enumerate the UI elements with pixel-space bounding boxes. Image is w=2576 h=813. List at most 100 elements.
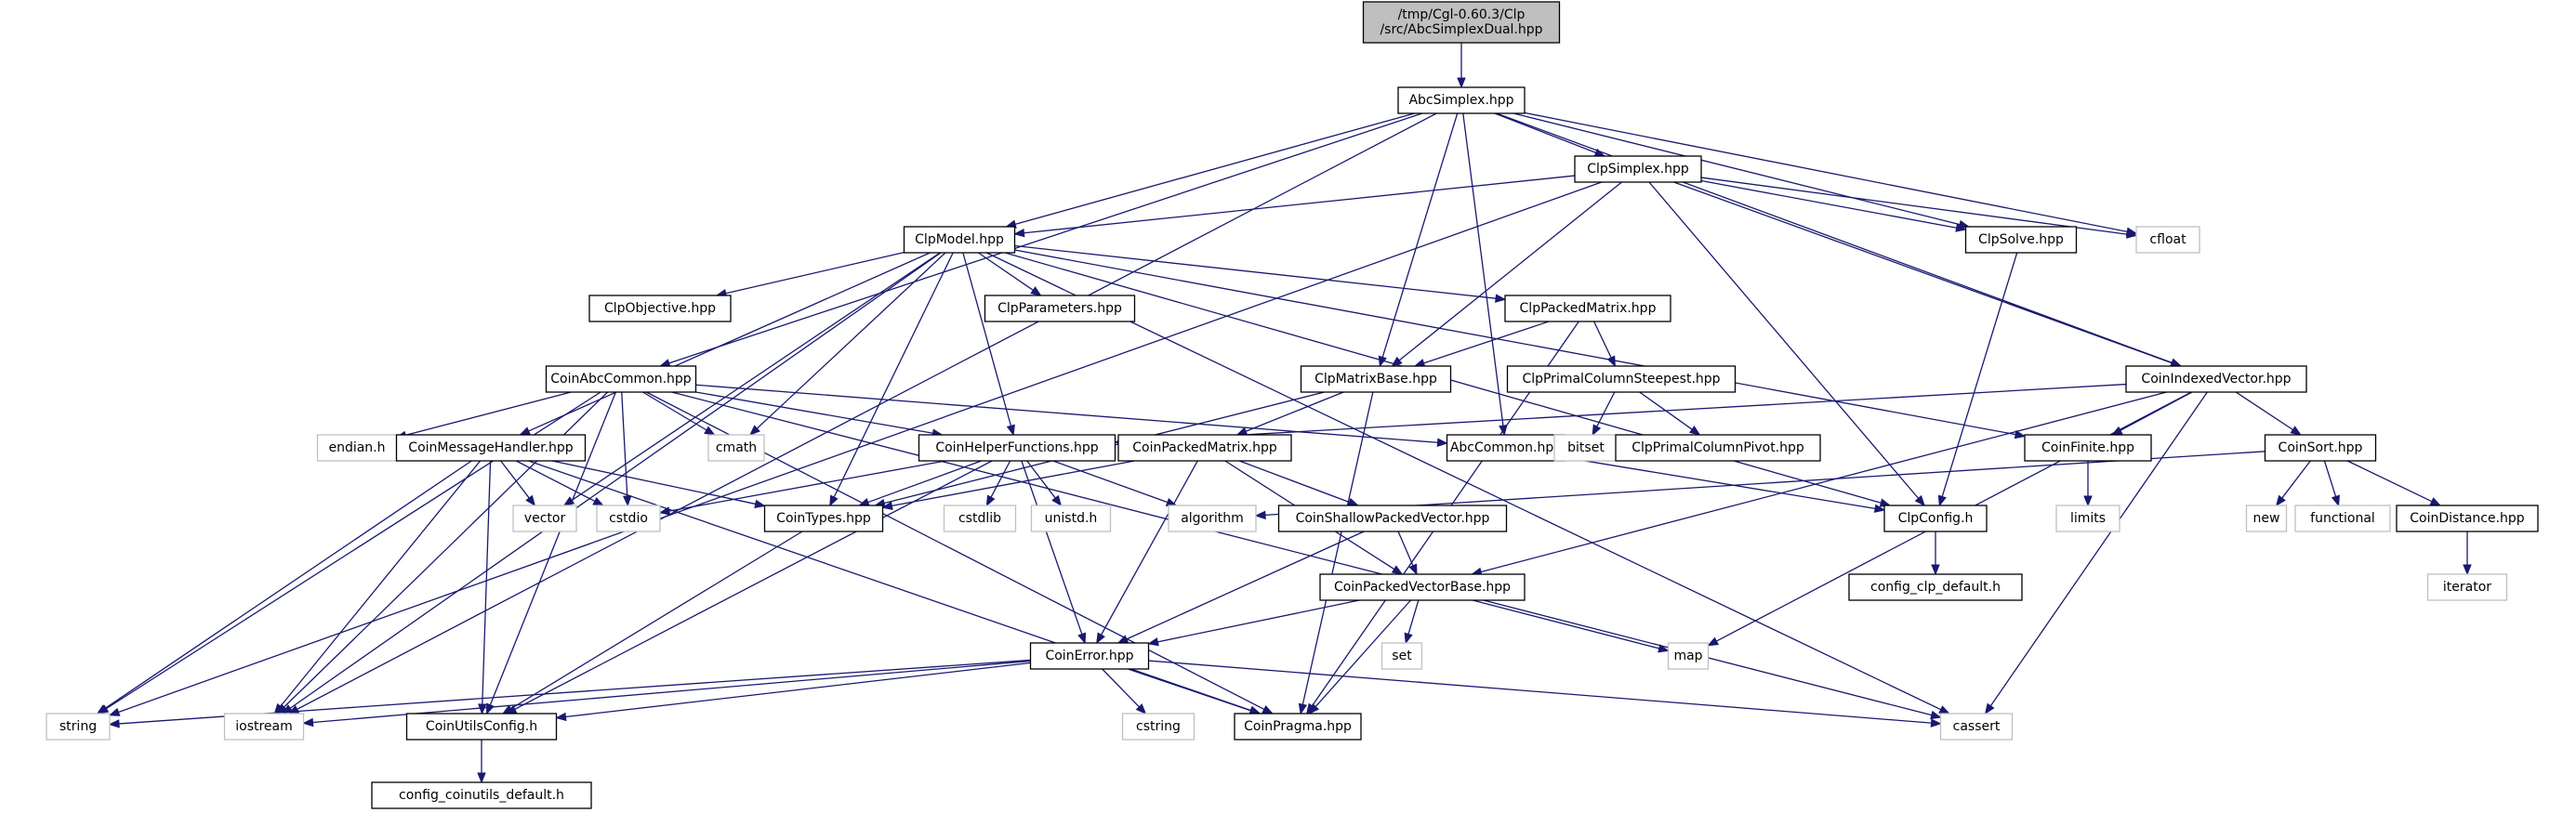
edge-abc_simplex_dual-to-abc_simplex bbox=[1457, 43, 1466, 89]
edge-line bbox=[1596, 391, 1616, 427]
node-clp_config[interactable]: ClpConfig.h bbox=[1883, 505, 1988, 532]
node-label: CoinPackedMatrix.hpp bbox=[1132, 440, 1277, 455]
node-label: CoinHelperFunctions.hpp bbox=[935, 440, 1098, 455]
node-box bbox=[1574, 155, 1702, 183]
node-config_coinutils_default[interactable]: config_coinutils_default.h bbox=[371, 781, 592, 809]
edge-line bbox=[1648, 181, 1920, 499]
node-coin_error[interactable]: CoinError.hpp bbox=[1029, 642, 1150, 670]
edge-line bbox=[528, 252, 931, 432]
node-coin_helper_functions[interactable]: CoinHelperFunctions.hpp bbox=[918, 434, 1116, 462]
node-coin_indexed_vector[interactable]: CoinIndexedVector.hpp bbox=[2125, 365, 2307, 393]
node-label: algorithm bbox=[1181, 511, 1244, 526]
node-clp_primal_column_pivot[interactable]: ClpPrimalColumnPivot.hpp bbox=[1615, 434, 1821, 462]
arrow-head-icon bbox=[985, 494, 996, 507]
edge-abc_simplex-to-coin_abc_common bbox=[658, 112, 1423, 368]
arrow-head-icon bbox=[1347, 497, 1360, 506]
node-label: cmath bbox=[716, 440, 757, 455]
node-box bbox=[1939, 713, 2014, 741]
node-label: cassert bbox=[1953, 719, 2001, 734]
node-coin_distance[interactable]: CoinDistance.hpp bbox=[2396, 505, 2539, 532]
node-coin_types[interactable]: CoinTypes.hpp bbox=[763, 505, 884, 532]
node-box bbox=[316, 434, 398, 462]
edge-coin_sort-to-functional bbox=[2323, 460, 2340, 507]
edge-line bbox=[571, 252, 941, 501]
node-box bbox=[2426, 573, 2508, 601]
node-label: CoinSort.hpp bbox=[2279, 440, 2363, 455]
arrow-head-icon bbox=[1298, 702, 1308, 715]
node-label: cfloat bbox=[2149, 232, 2186, 247]
edge-line bbox=[1014, 249, 2016, 436]
node-box bbox=[588, 295, 732, 322]
node-coin_packed_matrix[interactable]: CoinPackedMatrix.hpp bbox=[1117, 434, 1292, 462]
node-clp_simplex[interactable]: ClpSimplex.hpp bbox=[1574, 155, 1702, 183]
edge-line bbox=[1423, 321, 1550, 364]
node-label: CoinError.hpp bbox=[1045, 649, 1133, 663]
node-clp_matrix_base[interactable]: ClpMatrixBase.hpp bbox=[1300, 365, 1452, 393]
node-clp_packed_matrix[interactable]: ClpPackedMatrix.hpp bbox=[1504, 295, 1671, 322]
node-clp_model[interactable]: ClpModel.hpp bbox=[903, 226, 1016, 254]
edge-line bbox=[1462, 112, 1504, 426]
edge-line bbox=[1014, 244, 1497, 299]
node-label: string bbox=[59, 719, 97, 734]
edge-coin_abc_common-to-coin_utils_config bbox=[486, 391, 616, 715]
node-config_clp_default[interactable]: config_clp_default.h bbox=[1848, 573, 2023, 601]
node-cstdio: cstdio bbox=[596, 505, 661, 532]
edge-line bbox=[1126, 531, 1365, 640]
node-coin_message_handler[interactable]: CoinMessageHandler.hpp bbox=[395, 434, 587, 462]
arrow-head-icon bbox=[519, 426, 532, 436]
node-clp_solve[interactable]: ClpSolve.hpp bbox=[1964, 226, 2078, 254]
node-box bbox=[903, 226, 1016, 254]
edge-line bbox=[1700, 179, 1957, 229]
edge-coin_packed_vector_base-to-map bbox=[1472, 599, 1670, 653]
edge-clp_matrix_base-to-coin_pragma bbox=[1298, 391, 1374, 715]
arrow-head-icon bbox=[108, 707, 121, 716]
edge-line bbox=[1101, 460, 1198, 636]
node-coin_abc_common[interactable]: CoinAbcCommon.hpp bbox=[545, 365, 697, 393]
arrow-head-icon bbox=[1955, 223, 1967, 232]
edge-line bbox=[1480, 391, 2167, 573]
node-label: cstdio bbox=[609, 511, 648, 526]
arrow-head-icon bbox=[1391, 565, 1404, 575]
node-clp_parameters[interactable]: ClpParameters.hpp bbox=[984, 295, 1136, 322]
node-coin_utils_config[interactable]: CoinUtilsConfig.h bbox=[405, 713, 558, 741]
node-abc_simplex_dual[interactable]: /tmp/Cgl-0.60.3/Clp/src/AbcSimplexDual.h… bbox=[1362, 1, 1561, 44]
arrow-head-icon bbox=[1408, 563, 1418, 576]
node-coin_sort[interactable]: CoinSort.hpp bbox=[2264, 434, 2377, 462]
node-box bbox=[763, 505, 884, 532]
edge-coin_helper_functions-to-cstdlib bbox=[985, 460, 1011, 507]
node-coin_finite[interactable]: CoinFinite.hpp bbox=[2024, 434, 2152, 462]
edge-line bbox=[2235, 391, 2293, 431]
node-abc_common[interactable]: AbcCommon.hpp bbox=[1446, 434, 1566, 462]
node-coin_pragma[interactable]: CoinPragma.hpp bbox=[1234, 713, 1362, 741]
node-coin_packed_vector_base[interactable]: CoinPackedVectorBase.hpp bbox=[1319, 573, 1526, 601]
node-label: cstdlib bbox=[958, 511, 1001, 526]
arrow-head-icon bbox=[525, 494, 536, 507]
node-box bbox=[2396, 505, 2539, 532]
node-clp_primal_column_steepest[interactable]: ClpPrimalColumnSteepest.hpp bbox=[1506, 365, 1737, 393]
edge-clp_model-to-coin_types bbox=[829, 252, 954, 507]
edge-clp_simplex-to-string bbox=[108, 181, 1603, 716]
edge-line bbox=[551, 460, 756, 505]
edge-line bbox=[642, 391, 707, 431]
edge-line bbox=[280, 460, 482, 707]
node-coin_shallow_packed_vector[interactable]: CoinShallowPackedVector.hpp bbox=[1277, 505, 1508, 532]
node-clp_objective[interactable]: ClpObjective.hpp bbox=[588, 295, 732, 322]
node-box bbox=[1667, 642, 1710, 670]
edge-line bbox=[1314, 599, 1411, 707]
arrow-head-icon bbox=[2429, 497, 2442, 506]
edge-coin_abc_common-to-cstdio bbox=[621, 391, 632, 507]
arrow-head-icon bbox=[829, 494, 839, 507]
arrow-head-icon bbox=[555, 712, 567, 722]
edge-line bbox=[978, 252, 1034, 291]
edge-coin_abc_common-to-abc_common bbox=[695, 384, 1448, 447]
arrow-head-icon bbox=[2463, 564, 2472, 576]
edge-coin_error-to-cassert bbox=[1148, 660, 1942, 728]
arrow-head-icon bbox=[1013, 229, 1025, 238]
arrow-head-icon bbox=[1096, 632, 1105, 645]
edge-coin_message_handler-to-string bbox=[96, 460, 472, 715]
edge-clp_model-to-coin_finite bbox=[1014, 249, 2027, 439]
node-label: ClpMatrixBase.hpp bbox=[1314, 372, 1437, 387]
node-abc_simplex[interactable]: AbcSimplex.hpp bbox=[1397, 86, 1526, 114]
node-cfloat: cfloat bbox=[2135, 226, 2200, 254]
edge-line bbox=[118, 181, 1603, 714]
